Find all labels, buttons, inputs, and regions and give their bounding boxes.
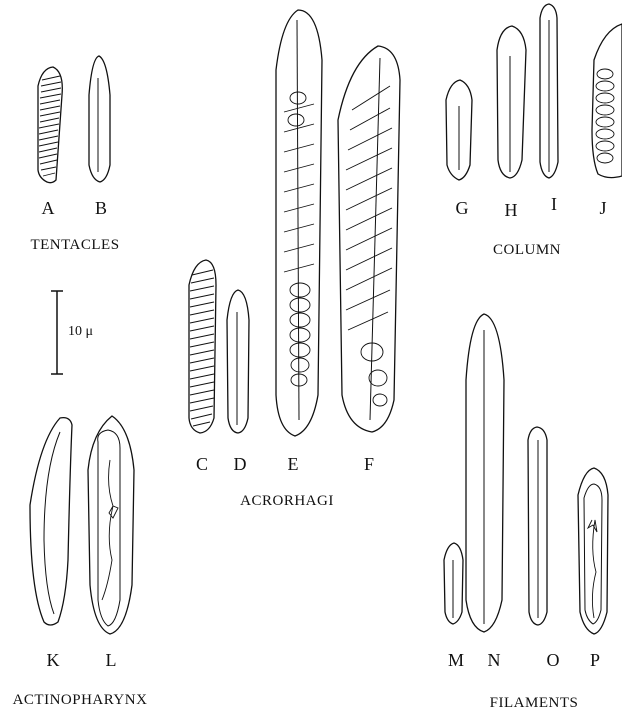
label-c: C [196,454,208,474]
label-n: N [488,650,501,670]
capsule-f [338,46,400,432]
group-label-tentacles: TENTACLES [30,237,119,253]
capsule-d [227,290,249,433]
capsule-i [540,4,558,178]
capsule-j [592,24,622,178]
group-label-actinopharynx: ACTINOPHARYNX [13,692,148,708]
label-k: K [47,650,60,670]
capsule-a [38,67,62,183]
label-o: O [547,650,560,670]
scale-bar [51,291,63,374]
capsule-e [276,10,322,436]
label-i: I [551,194,557,214]
capsule-c [189,260,216,433]
capsule-k [30,418,72,625]
capsule-p [578,468,608,634]
group-label-filaments: FILAMENTS [490,695,579,711]
label-e: E [288,454,299,474]
label-d: D [234,454,247,474]
capsule-n [466,314,504,632]
capsule-h [497,26,526,178]
capsule-o [528,427,547,625]
label-g: G [456,198,469,218]
capsule-g [446,80,472,180]
label-b: B [95,198,107,218]
label-p: P [590,650,600,670]
scale-bar-label: 10 μ [68,324,93,339]
capsule-l [88,416,134,634]
label-a: A [42,198,55,218]
group-label-acrorhagi: ACRORHAGI [240,493,334,509]
label-l: L [106,650,117,670]
label-f: F [364,454,374,474]
capsule-m [444,543,463,624]
group-label-column: COLUMN [493,242,561,258]
label-j: J [599,198,606,218]
capsule-b [89,56,110,182]
label-h: H [505,200,518,220]
label-m: M [448,650,464,670]
